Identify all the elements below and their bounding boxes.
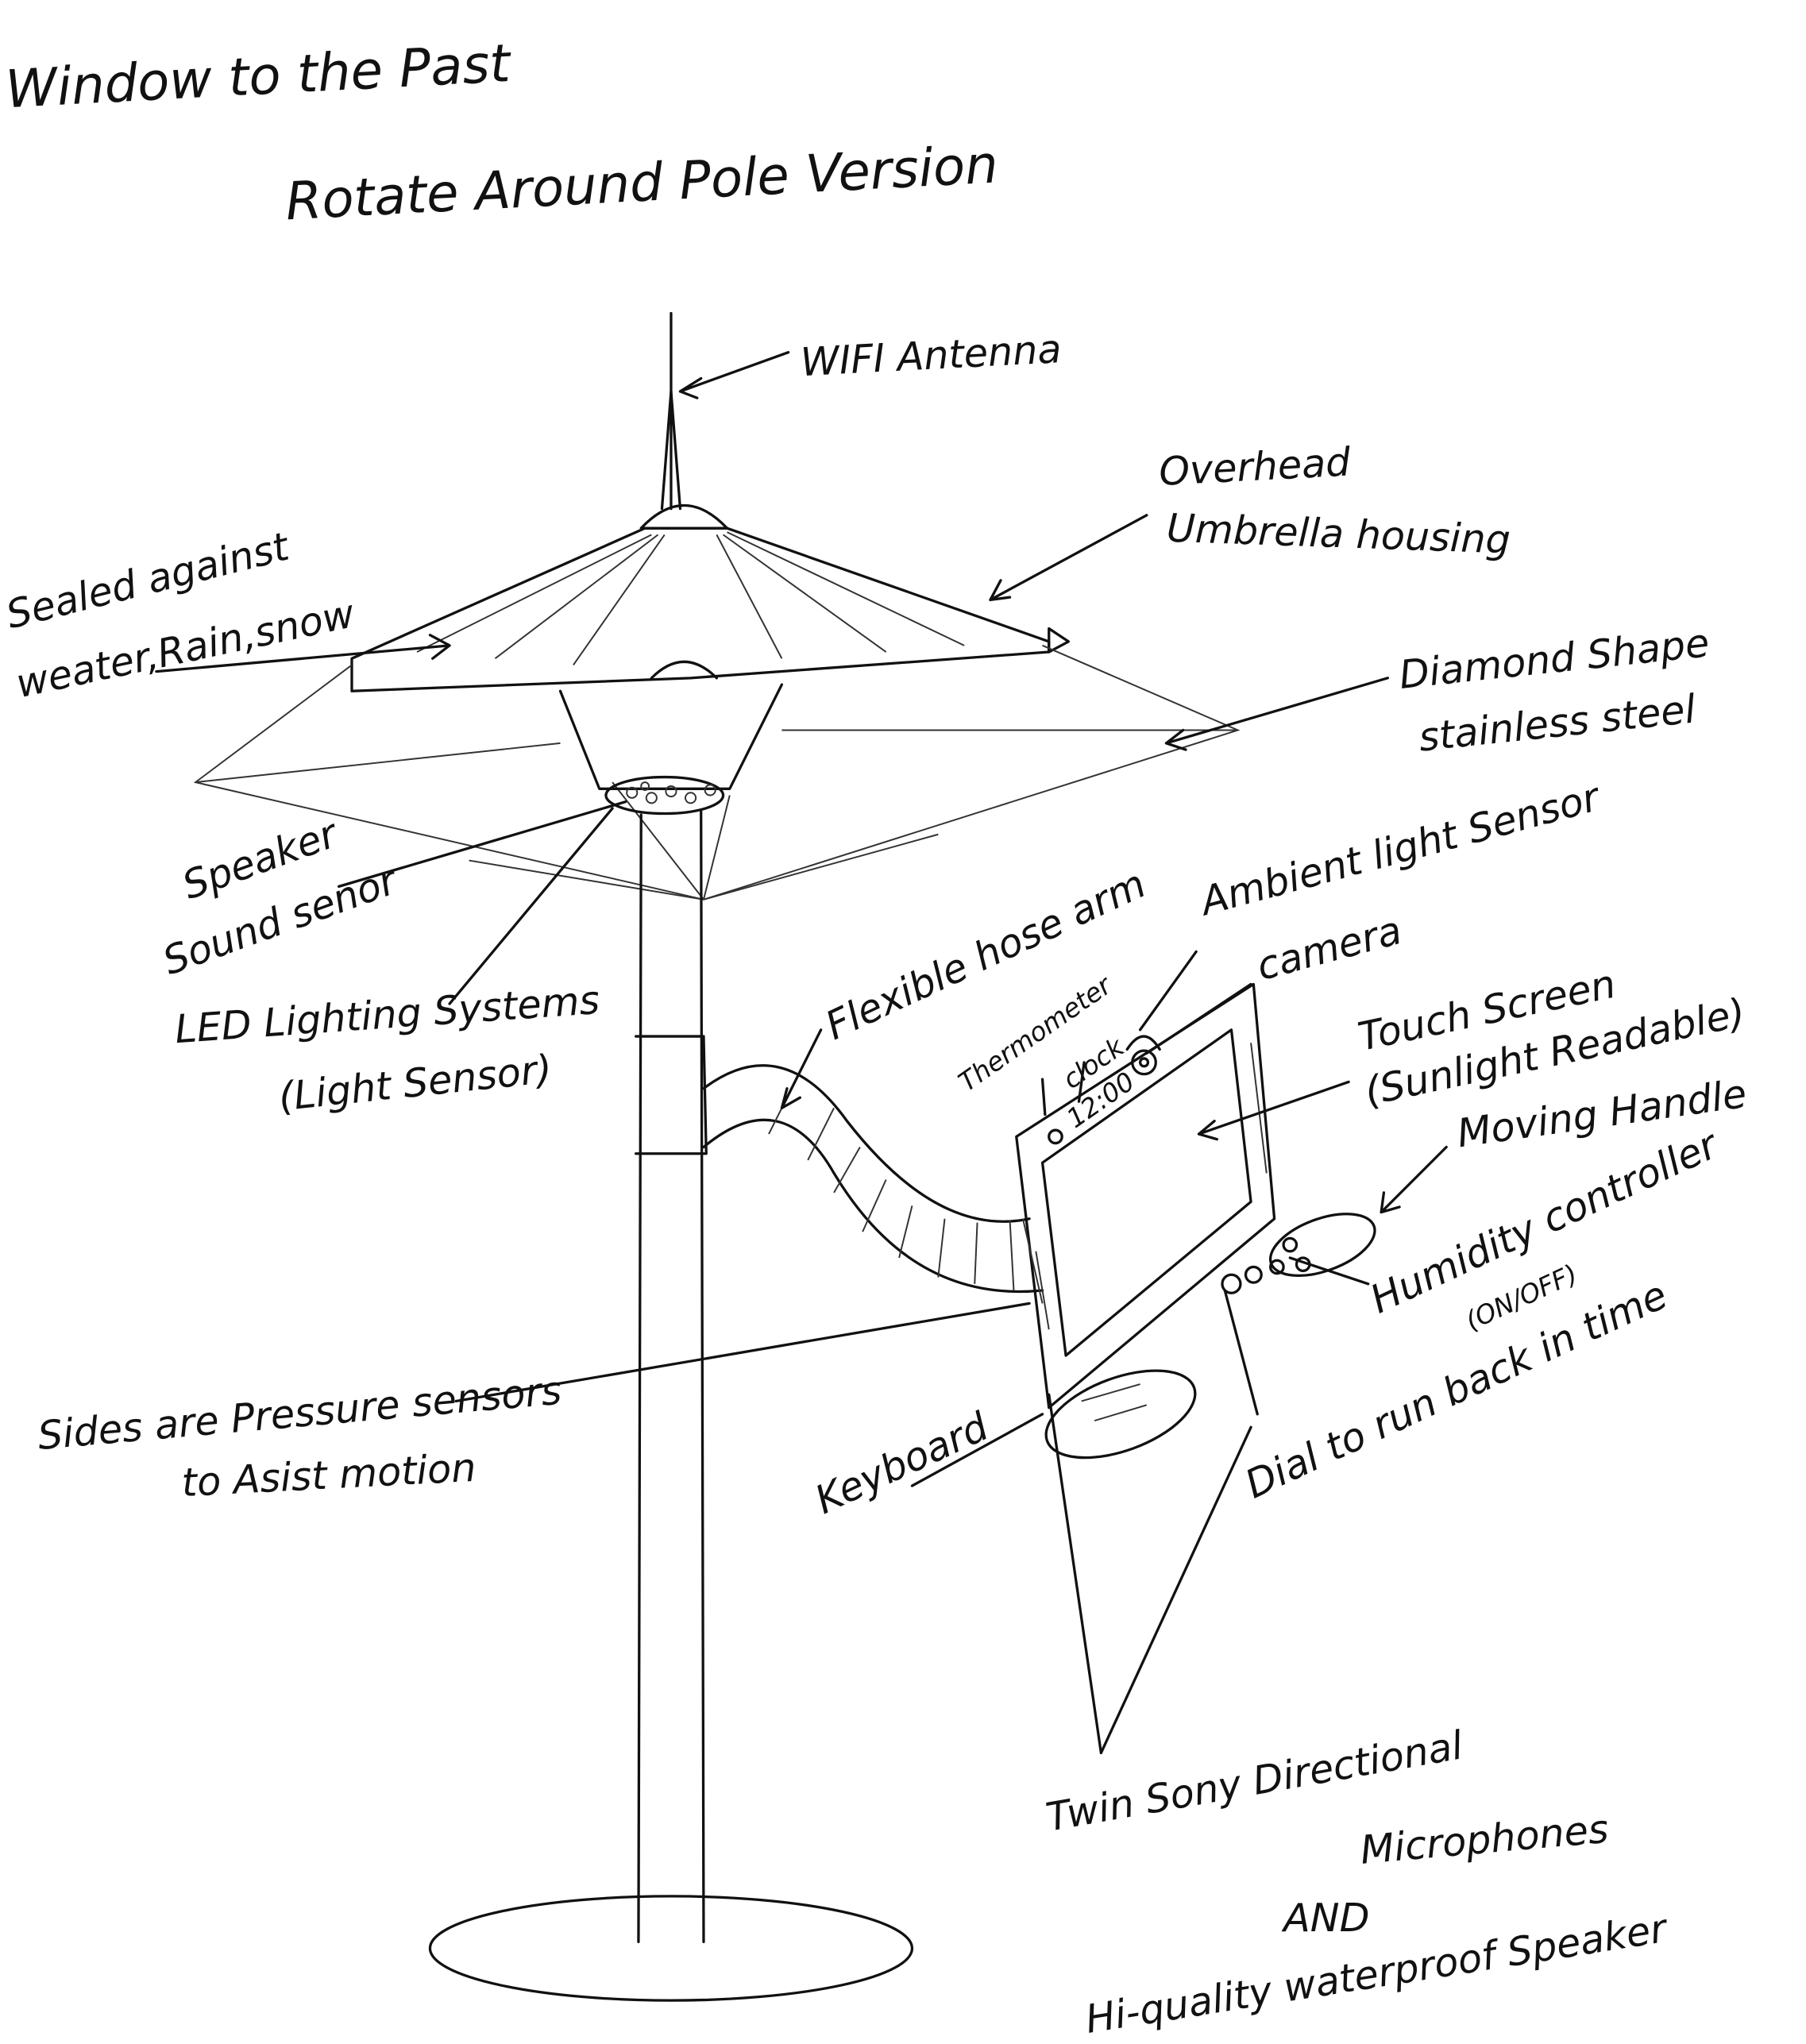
label-stainless-steel: stainless steel <box>1417 685 1699 760</box>
time-dial <box>1221 1273 1242 1294</box>
label-camera: camera <box>1252 907 1407 989</box>
flexible-hose-arm <box>702 1064 1044 1294</box>
label-ambient-light: Ambient light Sensor <box>1194 773 1606 925</box>
speaker-housing <box>558 683 784 816</box>
label-light-sensor: (Light Sensor) <box>276 1046 554 1120</box>
label-wifi-antenna: WIFI Antenna <box>800 326 1063 385</box>
label-time-dial: Dial to run back in time <box>1238 1271 1674 1507</box>
label-diamond-shape: Diamond Shape <box>1397 619 1711 698</box>
pole <box>428 809 914 2002</box>
label-microphones-2: Microphones <box>1359 1806 1611 1873</box>
label-led-lighting: LED Lighting Systems <box>173 977 601 1052</box>
label-waterproof-speaker: Hi-quality waterproof Speaker <box>1082 1905 1672 2042</box>
label-pressure-sensors: Sides are Pressure sensors <box>36 1367 563 1459</box>
sketch-title: Window to the Past <box>4 33 513 120</box>
umbrella-housing <box>350 503 1071 692</box>
moving-handle <box>1268 1213 1376 1278</box>
touch-screen-unit: 12:00 <box>1015 982 1376 1460</box>
speaker-grille <box>626 781 716 804</box>
sketch-subtitle: Rotate Around Pole Version <box>284 134 1000 232</box>
keyboard <box>1044 1369 1197 1460</box>
leader-lines <box>155 351 1448 1755</box>
label-umbrella-housing: Umbrella housing <box>1166 505 1511 563</box>
label-and: AND <box>1281 1895 1369 1941</box>
label-overhead: Overhead <box>1158 438 1353 495</box>
label-hose-arm: Flexible hose arm <box>819 861 1153 1049</box>
wifi-antenna <box>660 311 682 511</box>
label-assist-motion: to Asist motion <box>180 1444 477 1506</box>
diamond-shade <box>193 644 1241 901</box>
label-keyboard: Keyboard <box>808 1403 995 1523</box>
